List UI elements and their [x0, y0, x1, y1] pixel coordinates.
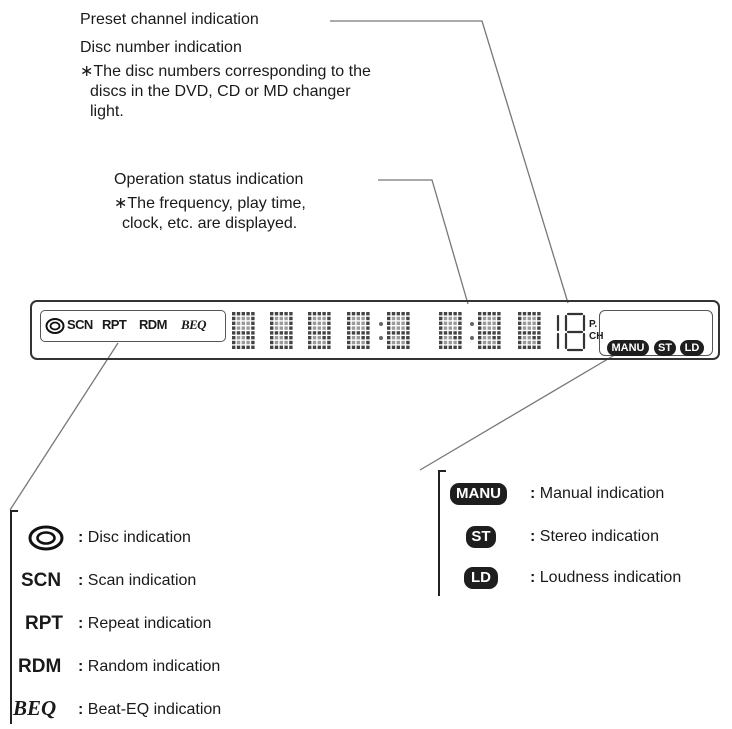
repeat-indicator: RPT [102, 317, 127, 332]
legend-random-symbol: RDM [18, 656, 62, 677]
left-indicator-group: SCN RPT RDM BEQ [40, 310, 226, 342]
colon-dot [470, 322, 474, 326]
legend-repeat-text: : Repeat indication [78, 613, 211, 635]
legend-separator: : [530, 485, 536, 502]
left-indicator-leader [9, 342, 119, 511]
legend-separator: : [78, 701, 84, 718]
legend-repeat-label: Repeat indication [87, 615, 212, 632]
legend-manual-symbol: MANU [450, 483, 507, 505]
legend-loudness-symbol: LD [464, 567, 498, 589]
legend-repeat-symbol: RPT [25, 613, 63, 634]
dot-matrix-cell [347, 312, 370, 349]
legend-random-label: Random indication [87, 658, 221, 675]
legend-separator: : [530, 569, 536, 586]
legend-scan-label: Scan indication [87, 572, 197, 589]
disc-number-annotation: Disc number indication [80, 39, 242, 56]
display-panel [30, 300, 720, 360]
legend-loudness-text: : Loudness indication [530, 567, 681, 589]
legend-manual-text: : Manual indication [530, 483, 664, 505]
legend-disc-label: Disc indication [87, 529, 191, 546]
preset-ch-label: CH [589, 331, 604, 342]
legend-random-text: : Random indication [78, 656, 220, 678]
legend-separator: : [78, 529, 84, 546]
legend-loudness-label: Loudness indication [539, 569, 682, 586]
channel-digit-display [556, 312, 586, 352]
operation-status-note-line-2: clock, etc. are displayed. [122, 215, 298, 232]
right-indicator-group: MANU ST LD [599, 310, 713, 356]
left-legend-bracket [10, 510, 18, 724]
legend-stereo-label: Stereo indication [539, 528, 659, 545]
dot-matrix-cell [518, 312, 541, 349]
legend-scan-text: : Scan indication [78, 570, 196, 592]
disc-icon [45, 318, 65, 334]
loudness-indicator: LD [680, 340, 704, 356]
dot-matrix-cell [387, 312, 410, 349]
colon-dot [470, 336, 474, 340]
legend-disc-text: : Disc indication [78, 527, 191, 549]
operation-status-annotation: Operation status indication [114, 171, 304, 188]
legend-beat-eq-text: : Beat-EQ indication [78, 699, 221, 721]
dot-matrix-cell [308, 312, 331, 349]
dot-matrix-cell [439, 312, 462, 349]
legend-separator: : [78, 615, 84, 632]
legend-beat-eq-label: Beat-EQ indication [87, 701, 222, 718]
legend-separator: : [78, 572, 84, 589]
legend-manual-label: Manual indication [539, 485, 665, 502]
dot-matrix-cell [478, 312, 501, 349]
operation-status-note-line-1: ∗The frequency, play time, [114, 195, 306, 212]
beat-eq-indicator: BEQ [181, 317, 207, 332]
scan-indicator: SCN [67, 317, 93, 332]
disc-number-note-line-2: discs in the DVD, CD or MD changer [90, 83, 351, 100]
legend-separator: : [530, 528, 536, 545]
dot-matrix-cell [270, 312, 293, 349]
colon-dot [379, 336, 383, 340]
legend-scan-symbol: SCN [21, 570, 62, 591]
right-indicator-leader [419, 352, 619, 471]
legend-separator: : [78, 658, 84, 675]
colon-dot [379, 322, 383, 326]
disc-number-note-line-1: ∗The disc numbers corresponding to the [80, 63, 371, 80]
operation-status-leader [378, 179, 469, 305]
preset-p-label: P. [589, 319, 598, 330]
preset-channel-annotation: Preset channel indication [80, 11, 259, 28]
legend-stereo-text: : Stereo indication [530, 526, 659, 548]
right-legend-bracket [438, 470, 446, 596]
dot-matrix-cell [232, 312, 255, 349]
stereo-indicator: ST [654, 340, 676, 356]
legend-beat-eq-symbol: BEQ [13, 696, 57, 720]
manual-indicator: MANU [607, 340, 649, 356]
legend-stereo-symbol: ST [466, 526, 496, 548]
legend-disc-icon [28, 525, 64, 551]
random-indicator: RDM [139, 317, 167, 332]
disc-number-note-line-3: light. [90, 103, 124, 120]
